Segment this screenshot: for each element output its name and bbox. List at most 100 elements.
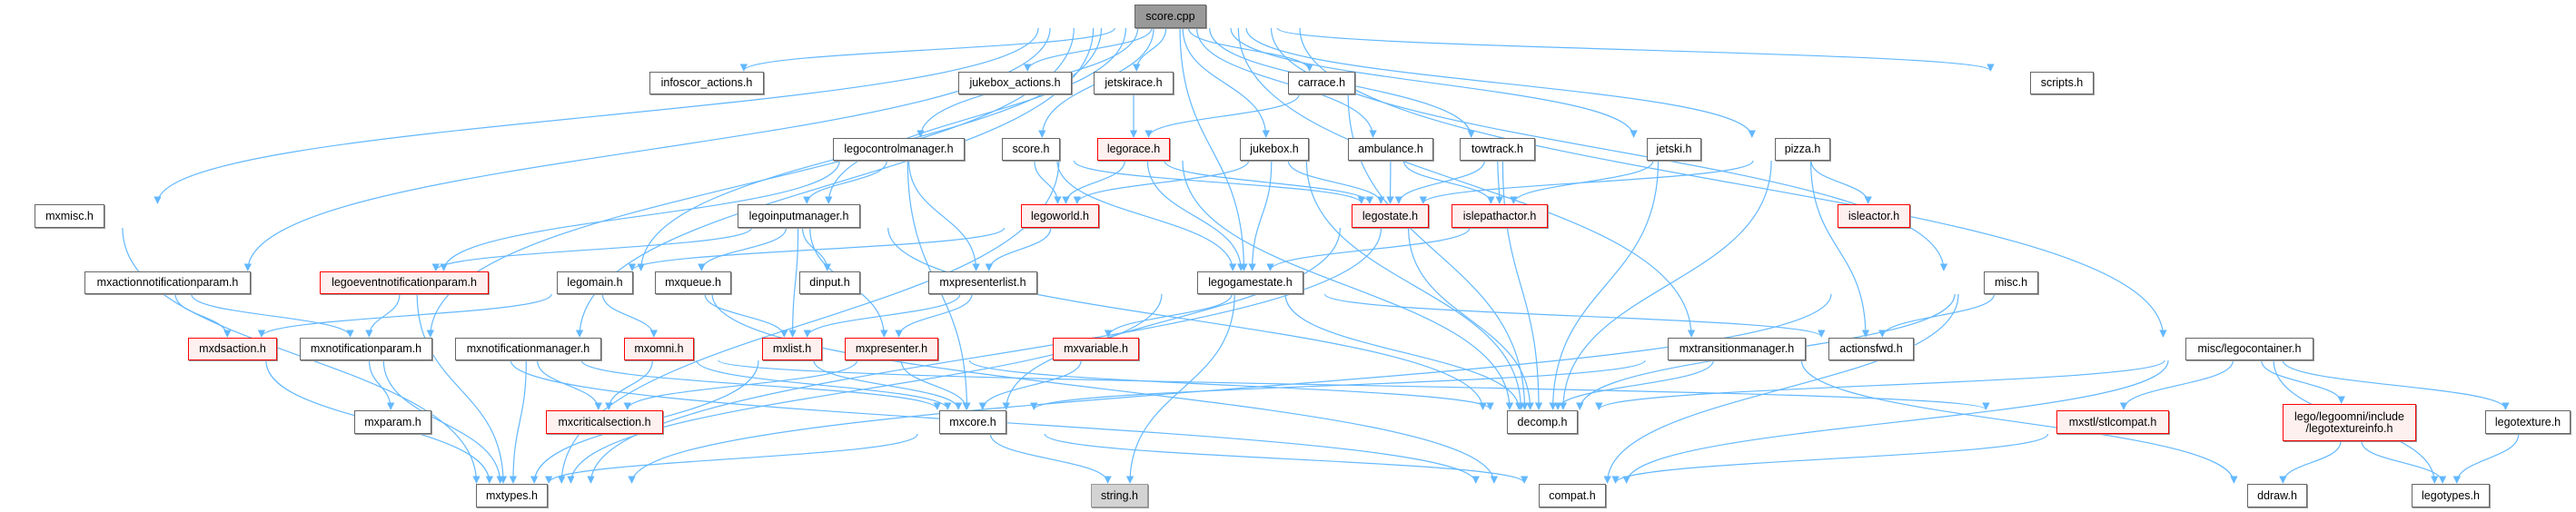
node-mxnotificationparam[interactable]: mxnotificationparam.h: [300, 338, 432, 360]
node-legorace[interactable]: legorace.h: [1097, 138, 1170, 161]
edge-legogamestate-to-actionsfwd: [1323, 293, 1826, 338]
node-carrace[interactable]: carrace.h: [1288, 72, 1355, 94]
node-mxtransitionmanager[interactable]: mxtransitionmanager.h: [1668, 338, 1806, 360]
edge-carrace-to-legorace: [1144, 94, 1300, 138]
edge-score_cpp-to-legogamestate: [1179, 27, 1248, 271]
node-misc[interactable]: misc.h: [1984, 271, 2038, 294]
edge-jetski-to-islepathactor: [1510, 160, 1654, 204]
node-mxdsaction[interactable]: mxdsaction.h: [188, 338, 277, 360]
edge-jetski-to-decomp: [1549, 160, 1660, 410]
node-actionsfwd[interactable]: actionsfwd.h: [1828, 338, 1914, 360]
node-mxtypes[interactable]: mxtypes.h: [476, 484, 548, 507]
node-mxqueue[interactable]: mxqueue.h: [655, 271, 731, 294]
node-legomain[interactable]: legomain.h: [557, 271, 633, 294]
node-score-cpp[interactable]: score.cpp: [1134, 5, 1206, 28]
node-compat[interactable]: compat.h: [1539, 484, 1606, 507]
node-legoinputmanager[interactable]: legoinputmanager.h: [738, 204, 860, 228]
node-jukebox[interactable]: jukebox.h: [1240, 138, 1309, 161]
edge-stlcompat-to-compat: [1611, 433, 2049, 484]
edge-misc-to-actionsfwd: [1878, 293, 1996, 338]
edge-score_cpp-to-jukebox_actions: [1024, 27, 1153, 72]
edge-ambulance-to-islepathactor: [1402, 160, 1495, 204]
edge-legocontrolmanager-to-legoinputmanager: [803, 160, 887, 204]
node-mxvariable[interactable]: mxvariable.h: [1053, 338, 1139, 360]
edge-score_cpp-to-pizza: [1245, 27, 1756, 138]
node-ambulance[interactable]: ambulance.h: [1348, 138, 1433, 161]
edge-score_cpp-to-mxtransitionmanager: [1237, 27, 1696, 338]
edge-score_h-to-legoworld: [1034, 160, 1062, 204]
node-mxparam[interactable]: mxparam.h: [354, 410, 431, 434]
node-infoscor-actions[interactable]: infoscor_actions.h: [649, 72, 764, 94]
node-legocontrolmanager[interactable]: legocontrolmanager.h: [833, 138, 965, 161]
edge-legorace-to-legostate: [1164, 160, 1374, 204]
edge-legocontainer-to-decomp: [1595, 359, 2165, 410]
node-mxactionnotificationparam[interactable]: mxactionnotificationparam.h: [84, 271, 251, 294]
node-mxlist[interactable]: mxlist.h: [762, 338, 822, 360]
edge-mxnotificationmanager-to-mxcriticalsection: [536, 359, 602, 410]
edge-mxnotificationmanager-to-mxtypes: [509, 359, 527, 484]
node-string-h[interactable]: string.h: [1091, 484, 1148, 507]
edge-jukebox-to-legostate: [1287, 160, 1385, 204]
node-mxcore[interactable]: mxcore.h: [939, 410, 1006, 434]
node-towtrack[interactable]: towtrack.h: [1460, 138, 1535, 161]
node-jetski[interactable]: jetski.h: [1647, 138, 1701, 161]
edge-legotexture-to-legotypes: [2452, 433, 2520, 484]
edge-jukebox-to-decomp: [1305, 160, 1525, 410]
edge-mxcore-to-string_h: [989, 433, 1112, 484]
edge-legocontainer-to-legotextureinfo: [2261, 359, 2345, 404]
edge-legocontrolmanager-to-mxpresenterlist: [908, 160, 980, 271]
edge-mxpresenterlist-to-mxpresenter: [895, 293, 973, 338]
edge-mxnotificationparam-to-mxtypes: [382, 359, 504, 484]
edge-score_cpp-to-jukebox: [1182, 27, 1271, 138]
node-ddraw[interactable]: ddraw.h: [2247, 484, 2307, 507]
node-isleactor[interactable]: isleactor.h: [1838, 204, 1910, 228]
edge-score_cpp-to-infoscor_actions: [739, 27, 1115, 72]
edge-score_cpp-to-legoinputmanager: [825, 27, 1127, 204]
edge-score_h-to-legostate: [1073, 160, 1365, 204]
edge-legorace-to-legoworld: [1062, 160, 1125, 204]
node-legogamestate[interactable]: legogamestate.h: [1197, 271, 1303, 294]
edge-mxomni-to-mxcore: [696, 359, 952, 410]
edge-legostate-to-decomp: [1408, 227, 1534, 410]
edge-legogamestate-to-mxtypes: [567, 293, 1163, 484]
node-decomp[interactable]: decomp.h: [1507, 410, 1578, 434]
node-mxpresenter[interactable]: mxpresenter.h: [845, 338, 938, 360]
node-legostate[interactable]: legostate.h: [1352, 204, 1429, 228]
edge-legotextureinfo-to-ddraw: [2279, 440, 2342, 484]
edge-legocontainer-to-compat: [1622, 359, 2169, 484]
node-legoworld[interactable]: legoworld.h: [1021, 204, 1099, 228]
edge-legorace-to-legogamestate: [1146, 160, 1245, 271]
node-mxmisc[interactable]: mxmisc.h: [35, 204, 104, 228]
edge-legogamestate-to-string_h: [1125, 293, 1235, 484]
edge-score_cpp-to-scripts: [1276, 27, 1995, 72]
edge-legocontainer-to-stlcompat: [2119, 359, 2234, 410]
edge-mxqueue-to-mxlist: [704, 293, 788, 338]
node-dinput[interactable]: dinput.h: [799, 271, 860, 294]
node-mxcriticalsection[interactable]: mxcriticalsection.h: [546, 410, 663, 434]
node-legotextureinfo[interactable]: lego/legoomni/include /legotextureinfo.h: [2283, 404, 2416, 441]
edge-jukebox-to-legoworld: [1073, 160, 1250, 204]
node-score-h[interactable]: score.h: [1002, 138, 1060, 161]
node-legotypes[interactable]: legotypes.h: [2412, 484, 2490, 507]
edge-legotextureinfo-to-legotypes: [2361, 440, 2447, 484]
node-mxomni[interactable]: mxomni.h: [624, 338, 694, 360]
node-pizza[interactable]: pizza.h: [1775, 138, 1830, 161]
node-jetskirace[interactable]: jetskirace.h: [1094, 72, 1174, 94]
node-legocontainer[interactable]: misc/legocontainer.h: [2185, 338, 2313, 360]
node-mxnotificationmanager[interactable]: mxnotificationmanager.h: [455, 338, 601, 360]
edge-legoinputmanager-to-legoeventnotificationparam: [431, 227, 752, 271]
node-islepathactor[interactable]: islepathactor.h: [1451, 204, 1548, 228]
node-legoeventnotificationparam[interactable]: legoeventnotificationparam.h: [320, 271, 489, 294]
node-stlcompat[interactable]: mxstl/stlcompat.h: [2056, 410, 2169, 434]
node-mxpresenterlist[interactable]: mxpresenterlist.h: [928, 271, 1037, 294]
node-jukebox-actions[interactable]: jukebox_actions.h: [958, 72, 1072, 94]
edge-islepathactor-to-mxtypes: [587, 227, 1382, 484]
edge-legogamestate-to-mxvariable: [1104, 293, 1233, 338]
node-scripts[interactable]: scripts.h: [2030, 72, 2094, 94]
edge-mxnotificationmanager-to-mxcore: [580, 359, 941, 410]
edge-legocontrolmanager-to-legoeventnotificationparam: [440, 160, 840, 271]
node-legotexture[interactable]: legotexture.h: [2485, 410, 2571, 434]
edge-legomain-to-mxdsaction: [257, 293, 552, 338]
edge-mxtransitionmanager-to-decomp: [1553, 359, 1714, 410]
edge-mxvariable-to-mxcore: [978, 359, 1082, 410]
